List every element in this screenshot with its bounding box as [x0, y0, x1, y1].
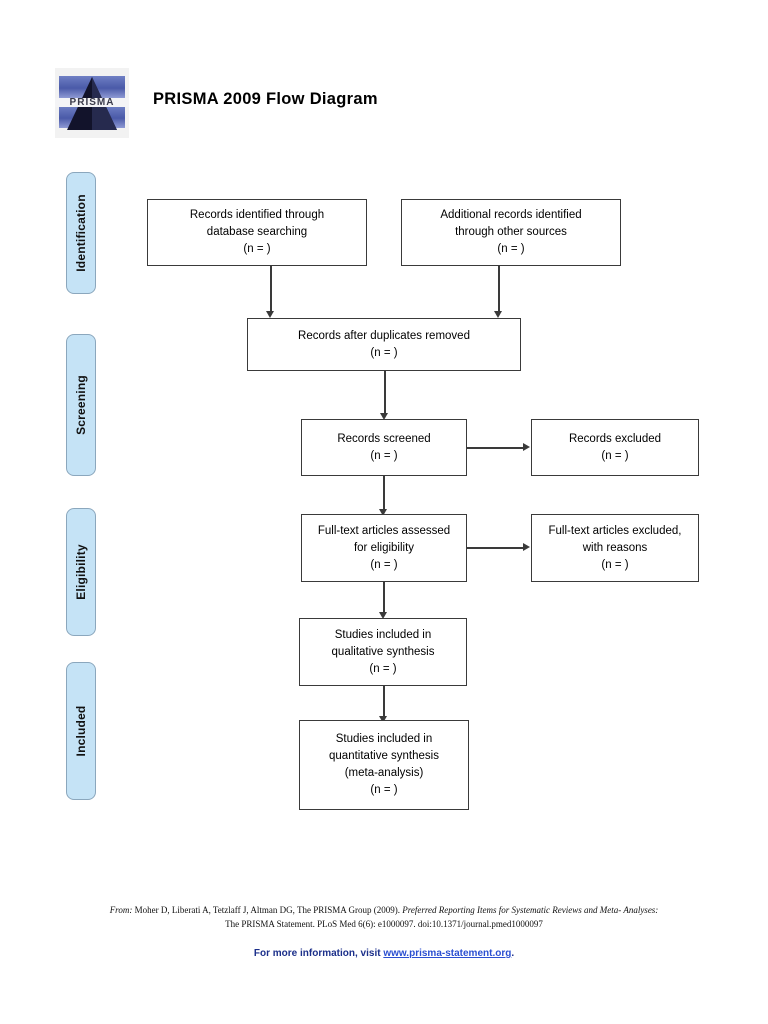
stage-identification: Identification: [66, 172, 96, 294]
connector-qualitative-to-quantitative: [383, 686, 385, 718]
box-fulltext-excluded-line2: with reasons: [582, 541, 648, 554]
connector-fulltext-to-excluded: [467, 547, 523, 549]
citation-prefix: From:: [109, 905, 135, 915]
box-fulltext-excluded-count: (n = ): [601, 558, 629, 571]
box-additional-records-line2: through other sources: [455, 226, 567, 238]
logo-white-band: [55, 98, 129, 107]
stage-label-identification: Identification: [74, 194, 88, 272]
box-fulltext-excluded-line1: Full-text articles excluded,: [548, 524, 682, 537]
box-quantitative-line1: Studies included in: [335, 733, 433, 745]
citation-line-2: The PRISMA Statement. PLoS Med 6(6): e10…: [0, 917, 768, 931]
connector-duplicates-to-screened: [384, 371, 386, 415]
more-information-line: For more information, visit www.prisma-s…: [0, 948, 768, 959]
box-duplicates-removed-line1: Records after duplicates removed: [298, 329, 470, 342]
stage-label-screening: Screening: [74, 375, 88, 435]
box-records-excluded-line1: Records excluded: [568, 432, 662, 445]
stage-label-eligibility: Eligibility: [74, 544, 88, 600]
box-fulltext-assessed-line2: for eligibility: [353, 541, 415, 554]
box-records-excluded: Records excluded (n = ): [531, 419, 699, 476]
box-additional-records-count: (n = ): [497, 243, 525, 255]
stage-eligibility: Eligibility: [66, 508, 96, 636]
connector-screened-to-fulltext: [383, 476, 385, 511]
box-qualitative-line2: qualitative synthesis: [331, 645, 435, 658]
box-qualitative-count: (n = ): [369, 662, 397, 675]
box-fulltext-assessed: Full-text articles assessed for eligibil…: [301, 514, 467, 582]
arrowhead-qualitative-to-quantitative: [379, 716, 387, 723]
citation-article-title: Preferred Reporting Items for Systematic…: [402, 905, 659, 915]
box-records-identified: Records identified through database sear…: [147, 199, 367, 266]
box-records-excluded-count: (n = ): [601, 449, 629, 462]
box-records-screened-line1: Records screened: [337, 432, 431, 445]
connector-additional-to-duplicates: [498, 266, 500, 313]
box-fulltext-assessed-line1: Full-text articles assessed: [317, 524, 451, 537]
box-records-identified-line1: Records identified through: [189, 209, 325, 221]
box-quantitative-synthesis: Studies included in quantitative synthes…: [299, 720, 469, 810]
box-duplicates-removed: Records after duplicates removed (n = ): [247, 318, 521, 371]
stage-included: Included: [66, 662, 96, 800]
arrowhead-identified-to-duplicates: [266, 311, 274, 318]
page-title: PRISMA 2009 Flow Diagram: [153, 90, 378, 108]
connector-fulltext-to-qualitative: [383, 582, 385, 614]
box-quantitative-line2: quantitative synthesis: [329, 750, 439, 762]
connector-identified-to-duplicates: [270, 266, 272, 313]
box-records-screened: Records screened (n = ): [301, 419, 467, 476]
connector-screened-to-excluded: [467, 447, 523, 449]
citation-journal-info: . PLoS Med 6(6): e1000097. doi:10.1371/j…: [312, 919, 543, 929]
stage-label-included: Included: [74, 705, 88, 757]
prisma-logo: PRISMA: [55, 68, 129, 138]
box-duplicates-removed-count: (n = ): [370, 346, 398, 359]
box-fulltext-excluded: Full-text articles excluded, with reason…: [531, 514, 699, 582]
prisma-statement-link[interactable]: www.prisma-statement.org: [383, 948, 512, 959]
box-records-screened-count: (n = ): [370, 449, 398, 462]
arrowhead-screened-to-fulltext: [379, 509, 387, 516]
logo-wordmark: PRISMA: [69, 97, 115, 108]
box-quantitative-count: (n = ): [370, 784, 398, 796]
citation-authors: Moher D, Liberati A, Tetzlaff J, Altman …: [134, 905, 403, 915]
box-records-identified-count: (n = ): [243, 243, 271, 255]
box-fulltext-assessed-count: (n = ): [370, 558, 398, 571]
arrowhead-screened-to-excluded: [523, 443, 530, 451]
box-additional-records: Additional records identified through ot…: [401, 199, 621, 266]
box-additional-records-line1: Additional records identified: [440, 209, 582, 221]
arrowhead-fulltext-to-excluded: [523, 543, 530, 551]
box-quantitative-line3: (meta-analysis): [344, 767, 424, 779]
more-info-prefix: For more information, visit: [253, 948, 384, 959]
box-qualitative-line1: Studies included in: [334, 628, 432, 641]
citation-line-1: From: Moher D, Liberati A, Tetzlaff J, A…: [0, 903, 768, 917]
more-info-suffix: .: [511, 948, 515, 959]
arrowhead-fulltext-to-qualitative: [379, 612, 387, 619]
box-qualitative-synthesis: Studies included in qualitative synthesi…: [299, 618, 467, 686]
citation-statement-name: The PRISMA Statement: [225, 919, 313, 929]
arrowhead-additional-to-duplicates: [494, 311, 502, 318]
box-records-identified-line2: database searching: [206, 226, 308, 238]
arrowhead-duplicates-to-screened: [380, 413, 388, 420]
stage-screening: Screening: [66, 334, 96, 476]
